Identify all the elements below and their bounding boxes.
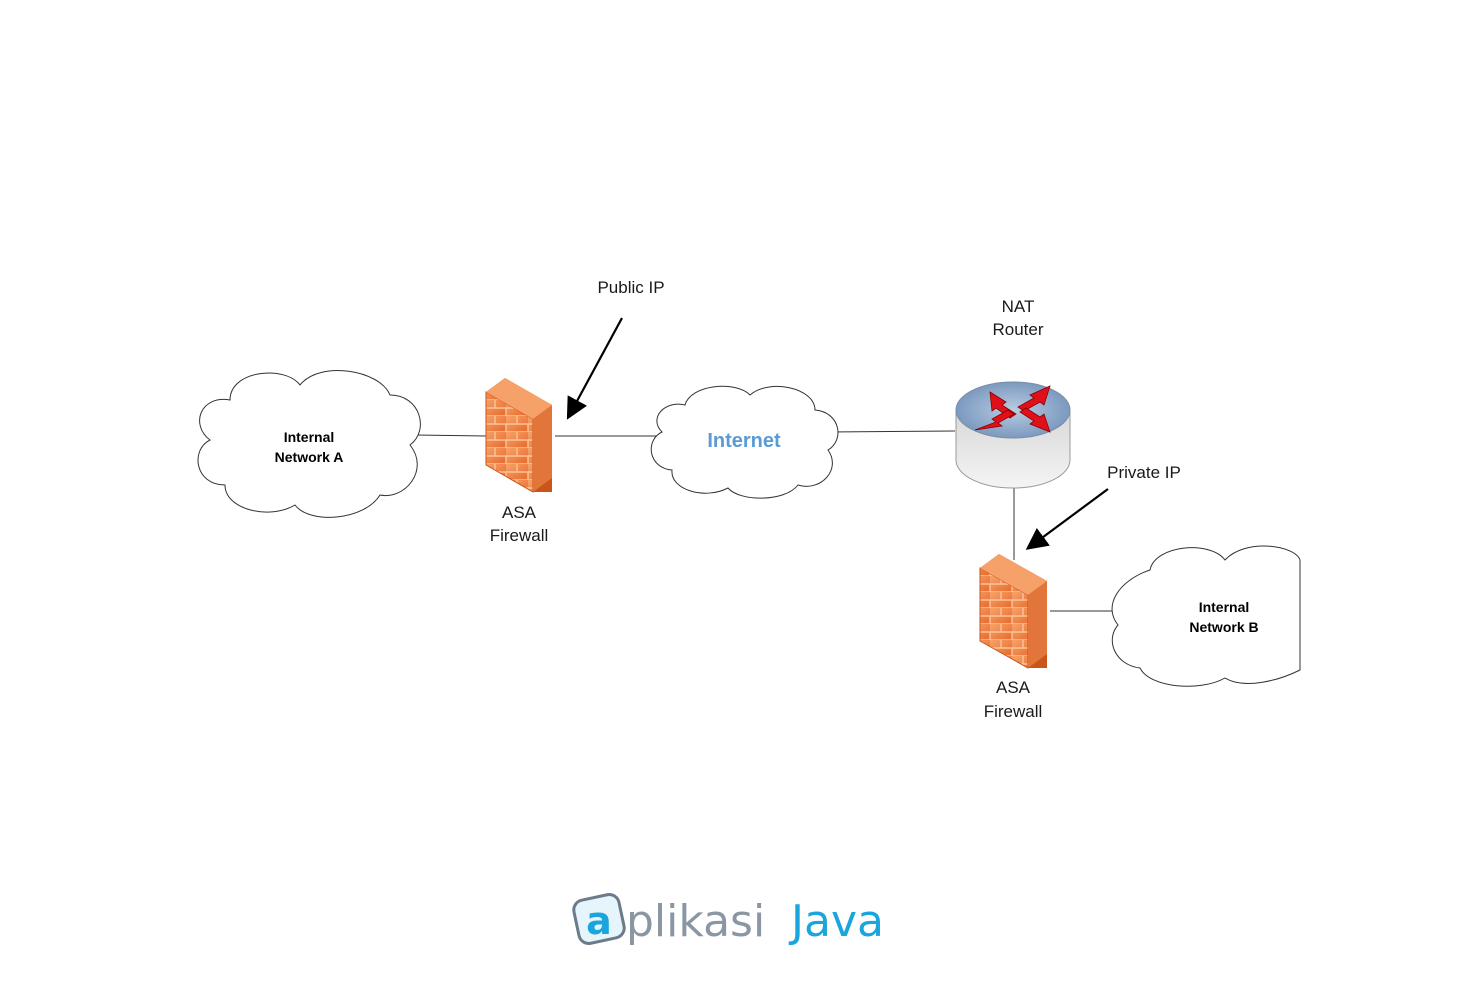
cloud-internal-network-a: Internal Network A	[197, 370, 421, 518]
aplikasijava-logo: a plikasi Java	[572, 893, 884, 947]
firewall-left-label-line1: ASA	[502, 503, 537, 522]
logo-text-part2: Java	[788, 896, 884, 947]
cloud-internet: Internet	[650, 385, 839, 499]
firewall-left-label-line2: Firewall	[490, 526, 549, 545]
cloud-internal-network-b: Internal Network B	[1111, 545, 1301, 687]
public-ip-label: Public IP	[597, 278, 664, 297]
logo-mark-icon: a	[572, 893, 626, 945]
nat-router-icon	[955, 381, 1071, 489]
private-ip-label: Private IP	[1107, 463, 1181, 482]
logo-mark-letter: a	[586, 899, 612, 943]
firewall-right-icon	[979, 554, 1047, 669]
firewall-right-label-line1: ASA	[996, 678, 1031, 697]
network-a-label-line1: Internal	[284, 429, 335, 445]
network-b-label-line2: Network B	[1189, 619, 1258, 635]
internet-label: Internet	[707, 430, 781, 452]
nat-router-label-line2: Router	[992, 320, 1043, 339]
private-ip-arrow	[1025, 488, 1109, 550]
logo-text-part1: plikasi	[626, 896, 765, 947]
public-ip-arrow	[566, 317, 623, 420]
link-internet-router	[827, 430, 956, 433]
link-networka-firewall	[414, 434, 487, 437]
firewall-right-label-line2: Firewall	[984, 702, 1043, 721]
network-b-label-line1: Internal	[1199, 599, 1250, 615]
firewall-left-icon	[485, 378, 552, 493]
network-a-label-line2: Network A	[275, 449, 344, 465]
nat-router-label-line1: NAT	[1002, 297, 1035, 316]
